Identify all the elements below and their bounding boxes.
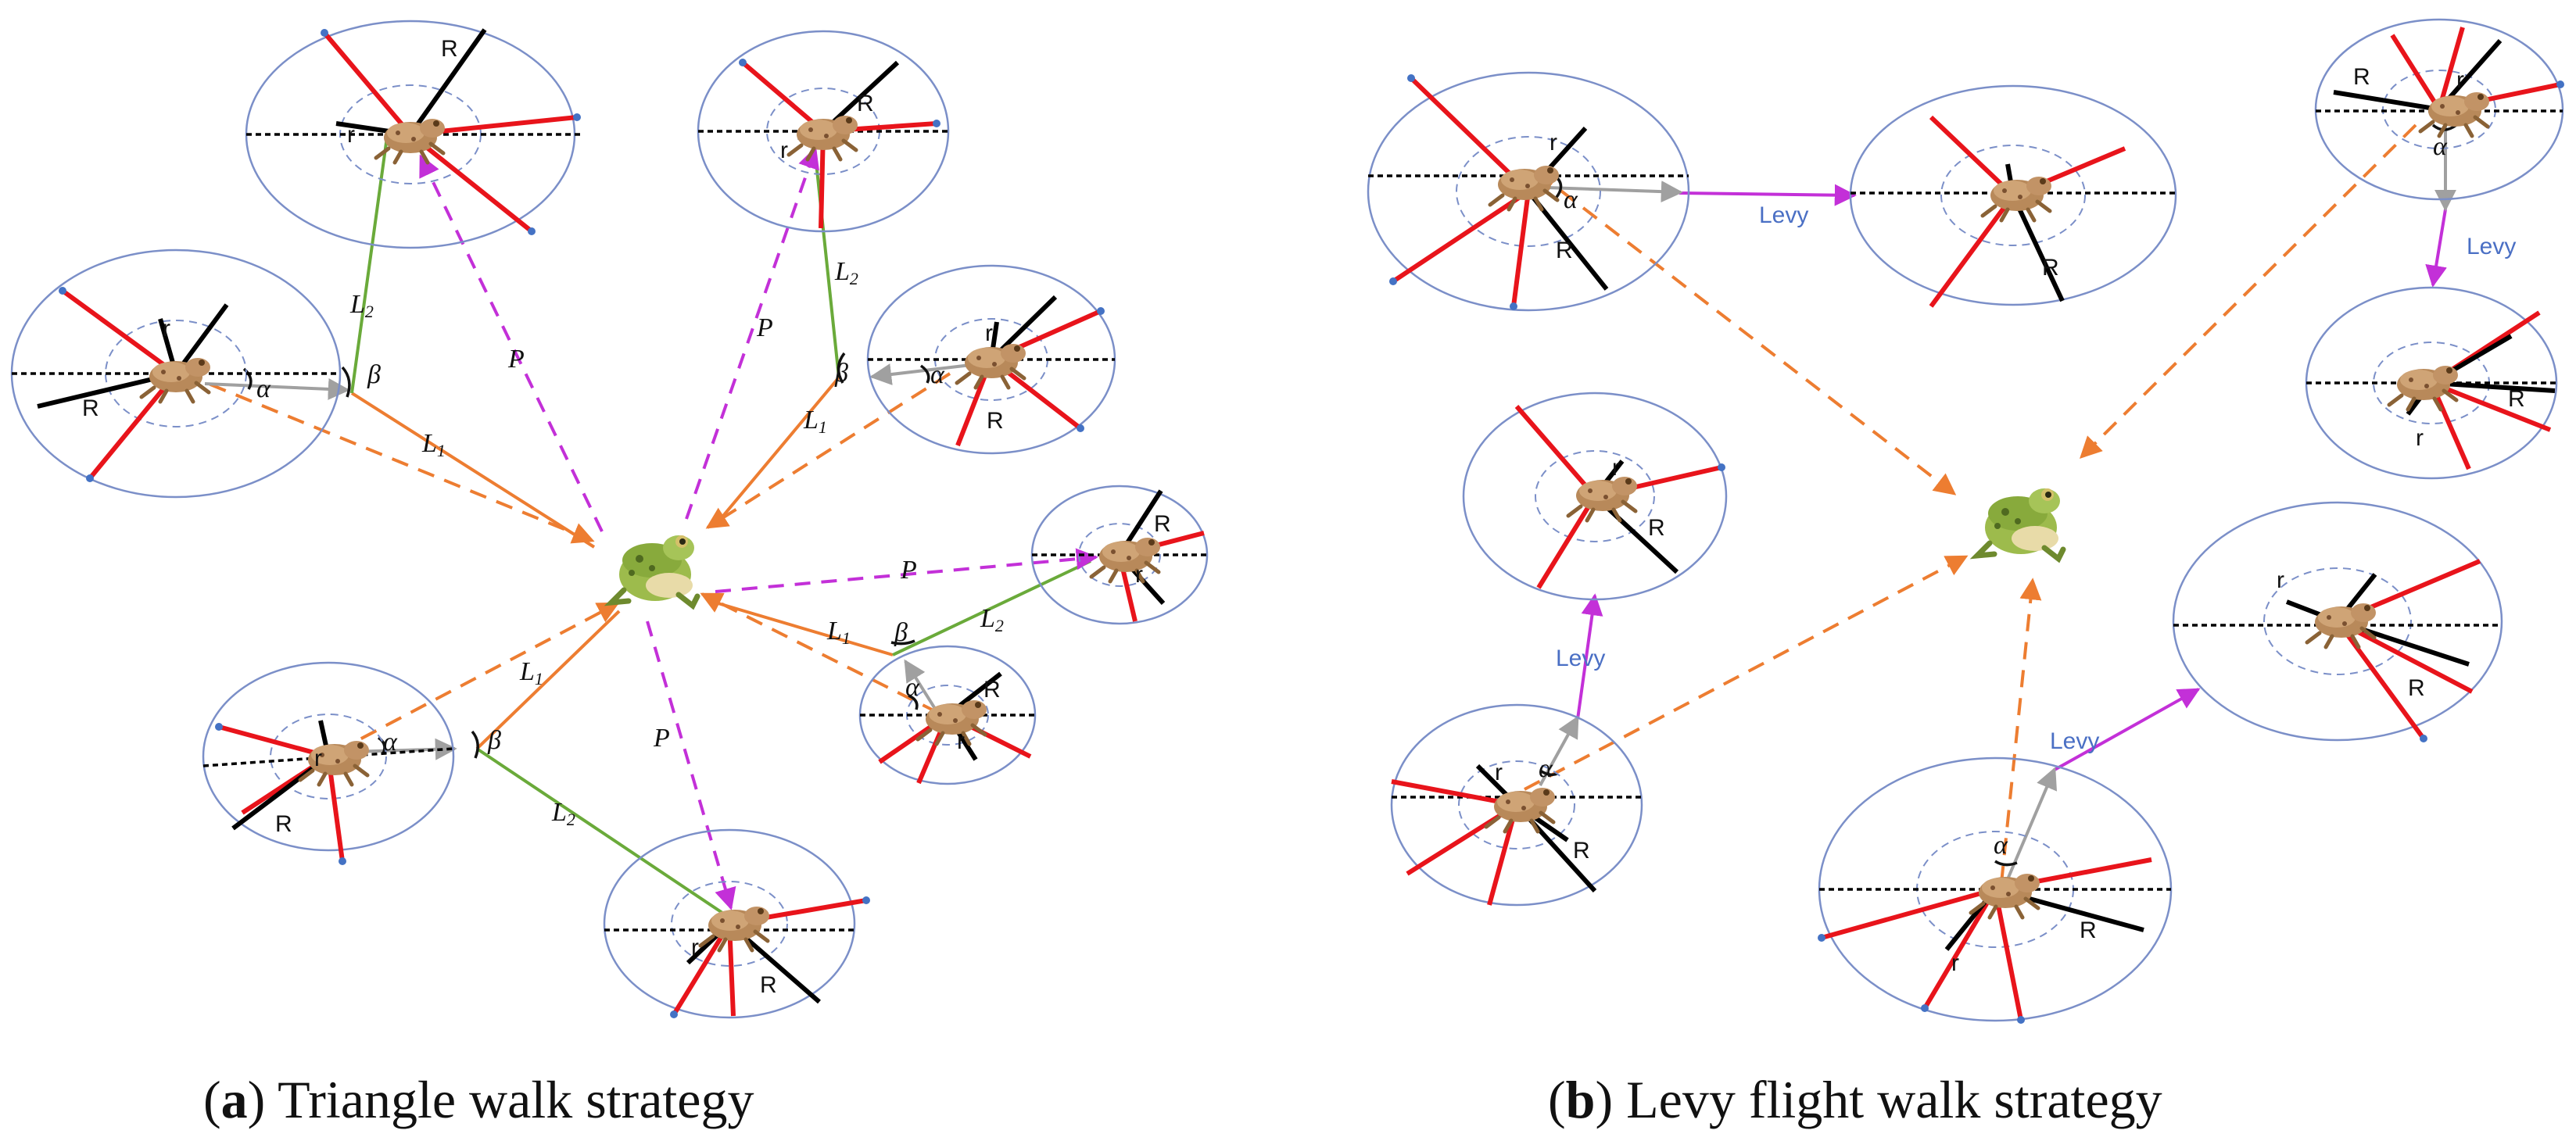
agent-circle-b5: r R xyxy=(1462,392,1728,601)
label-L1: L1 xyxy=(803,406,827,437)
label-R: R xyxy=(987,408,1004,434)
label-L2: L2 xyxy=(834,257,858,288)
label-alpha: α xyxy=(1564,185,1578,214)
agent-circle-b3: R r α xyxy=(2314,18,2564,201)
panel-a-line-labels: L2 L2 L2 L2 L1 L1 L1 L1 P P P P xyxy=(349,257,1004,829)
panel-b: r R α R R xyxy=(1367,18,2564,1024)
label-R: R xyxy=(760,972,777,998)
label-r: r xyxy=(1951,950,1959,976)
agent-circle-b1: r R α xyxy=(1367,71,1690,312)
label-beta: β xyxy=(367,360,381,389)
label-R: R xyxy=(2408,675,2425,701)
label-alpha: α xyxy=(930,360,945,389)
label-R: R xyxy=(857,91,874,116)
label-R: R xyxy=(983,677,1001,703)
label-r: r xyxy=(163,316,170,342)
label-P: P xyxy=(900,556,917,585)
label-levy: Levy xyxy=(1556,646,1605,671)
agent-circle-a7: r R α β xyxy=(202,661,501,865)
label-R: R xyxy=(2080,917,2097,943)
label-R: R xyxy=(2508,386,2525,412)
label-r: r xyxy=(347,122,355,148)
agent-circle-b8: r R xyxy=(2172,501,2503,742)
panel-a: R r R r xyxy=(10,20,1209,1019)
label-beta: β xyxy=(834,359,848,388)
panel-b-connections xyxy=(1524,116,2456,884)
label-r: r xyxy=(1135,562,1143,588)
label-r: r xyxy=(1550,130,1557,156)
label-r: r xyxy=(2277,567,2284,593)
label-beta: β xyxy=(894,618,908,647)
label-alpha: α xyxy=(1994,831,2008,860)
agent-circle-a2: R r xyxy=(697,30,950,233)
panel-a-angle-arcs xyxy=(242,352,930,759)
panel-b-levy-labels: Levy Levy Levy Levy xyxy=(1556,202,2516,754)
label-R: R xyxy=(1154,511,1171,537)
label-R: R xyxy=(441,36,458,62)
agent-circle-a3: r R α β xyxy=(10,249,381,499)
frog-icon xyxy=(1977,488,2063,559)
label-L2: L2 xyxy=(349,290,374,321)
label-levy: Levy xyxy=(2050,728,2099,754)
frog-icon xyxy=(611,535,697,606)
label-alpha: α xyxy=(256,374,271,403)
label-R: R xyxy=(82,395,99,421)
label-P: P xyxy=(507,345,525,374)
label-alpha: α xyxy=(2433,132,2448,161)
caption-a: (a) Triangle walk strategy xyxy=(203,1070,754,1129)
captions: (a) Triangle walk strategy (b) Levy flig… xyxy=(203,1070,2162,1129)
label-r: r xyxy=(985,320,993,346)
label-R: R xyxy=(275,811,292,837)
agent-circle-b7: r R α xyxy=(1818,756,2173,1024)
label-P: P xyxy=(756,313,773,342)
agent-circle-a8: r R xyxy=(603,828,870,1019)
label-r: r xyxy=(2456,67,2464,93)
label-levy: Levy xyxy=(1759,202,1808,228)
label-beta: β xyxy=(487,726,501,755)
agent-circle-b2: R xyxy=(1849,84,2177,308)
agent-circle-b4: R r xyxy=(2305,286,2558,480)
label-alpha: α xyxy=(383,728,398,756)
agent-circle-b6: r R α xyxy=(1390,703,1643,907)
label-alpha: α xyxy=(1539,754,1553,783)
label-R: R xyxy=(1648,515,1665,541)
label-r: r xyxy=(957,728,965,754)
agent-circle-a4: r R α β xyxy=(834,264,1116,455)
label-L1: L1 xyxy=(826,617,851,648)
label-levy: Levy xyxy=(2467,234,2516,259)
label-r: r xyxy=(1495,760,1503,785)
label-R: R xyxy=(1556,238,1573,263)
label-R: R xyxy=(2353,64,2370,90)
label-alpha: α xyxy=(905,673,920,702)
label-R: R xyxy=(1573,838,1590,864)
label-r: r xyxy=(691,935,699,960)
caption-b: (b) Levy flight walk strategy xyxy=(1548,1070,2162,1129)
label-r: r xyxy=(314,746,322,771)
label-L2: L2 xyxy=(980,604,1004,635)
label-P: P xyxy=(653,724,670,753)
label-L1: L1 xyxy=(421,429,446,460)
label-r: r xyxy=(2416,425,2424,451)
label-R: R xyxy=(2042,255,2059,281)
agent-circle-a6: R r α β xyxy=(858,618,1037,785)
label-r: r xyxy=(780,138,788,163)
agent-circle-a5: R r xyxy=(1030,485,1209,625)
label-L1: L1 xyxy=(519,657,543,689)
agent-circle-a1: R r xyxy=(245,20,581,249)
label-r: r xyxy=(1612,455,1620,481)
label-L2: L2 xyxy=(551,798,575,829)
